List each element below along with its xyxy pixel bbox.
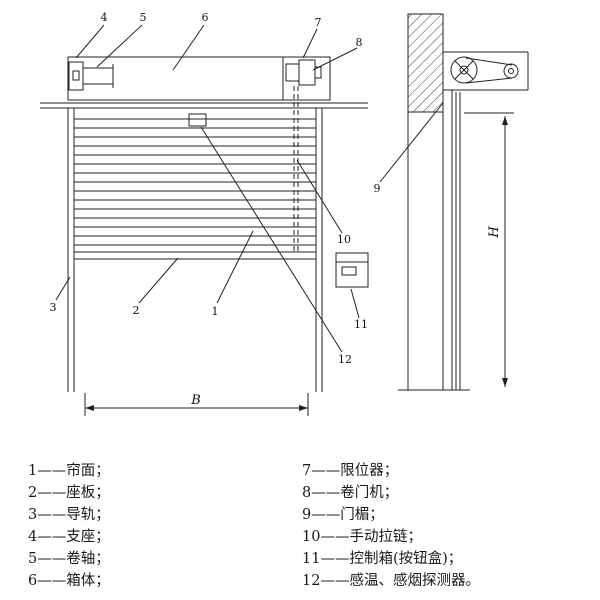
dimension-label-width: B xyxy=(190,393,201,408)
callout-numbers: 1 2 3 4 5 6 7 8 9 10 11 12 xyxy=(50,11,381,366)
legend-item-12: 12——感温、感烟探测器。 xyxy=(302,573,480,589)
detector xyxy=(188,113,207,127)
legend-item-7: 7——限位器； xyxy=(302,463,399,479)
callout-2: 2 xyxy=(133,304,140,317)
callout-11: 11 xyxy=(354,318,368,331)
legend-item-6: 6——箱体； xyxy=(28,573,110,589)
legend-item-3: 3——导轨； xyxy=(28,507,110,523)
legend-column-left: 1——帘面； 2——座板； 3——导轨； 4——支座； 5——卷轴； 6——箱体… xyxy=(28,460,110,592)
lintel-wall xyxy=(407,13,444,390)
hood-box xyxy=(67,56,331,101)
legend-item-5: 5——卷轴； xyxy=(28,551,110,567)
shutter-door-drawing: 1 2 3 4 5 6 7 8 9 10 11 12 B H xyxy=(40,11,529,416)
legend-item-10: 10——手动拉链； xyxy=(302,529,422,545)
dimension-height xyxy=(464,112,514,387)
legend-item-11: 11——控制箱(按钮盒)； xyxy=(302,551,463,567)
side-view xyxy=(398,13,529,391)
legend-item-1: 1——帘面； xyxy=(28,463,110,479)
legend-item-2: 2——座板； xyxy=(28,485,110,501)
control-box xyxy=(335,252,369,288)
callout-9: 9 xyxy=(374,182,381,195)
pull-chain xyxy=(293,86,299,252)
guide-rail-right xyxy=(315,108,323,392)
dimension-width xyxy=(84,393,309,416)
roller-mechanism xyxy=(443,51,529,91)
roller-shaft xyxy=(82,64,114,88)
door-operator xyxy=(285,59,322,86)
front-view xyxy=(40,56,369,416)
callout-8: 8 xyxy=(356,36,363,49)
callout-4: 4 xyxy=(101,11,108,24)
legend-column-right: 7——限位器； 8——卷门机； 9——门楣； 10——手动拉链； 11——控制箱… xyxy=(302,460,480,592)
legend-item-4: 4——支座； xyxy=(28,529,110,545)
leader-lines xyxy=(55,24,444,353)
legend-item-8: 8——卷门机； xyxy=(302,485,399,501)
callout-6: 6 xyxy=(202,11,209,24)
callout-7: 7 xyxy=(315,16,322,29)
support-bracket xyxy=(68,61,84,91)
curtain-slats xyxy=(74,118,316,246)
legend-item-9: 9——门楣； xyxy=(302,507,384,523)
callout-10: 10 xyxy=(337,233,351,246)
seat-plate xyxy=(74,251,316,260)
guide-rail-left xyxy=(67,108,75,392)
dimension-label-height: H xyxy=(487,226,502,239)
callout-1: 1 xyxy=(212,305,219,318)
callout-12: 12 xyxy=(338,353,352,366)
callout-5: 5 xyxy=(140,11,147,24)
callout-3: 3 xyxy=(50,301,57,314)
curtain-section xyxy=(451,90,461,390)
header-lines xyxy=(40,102,368,109)
